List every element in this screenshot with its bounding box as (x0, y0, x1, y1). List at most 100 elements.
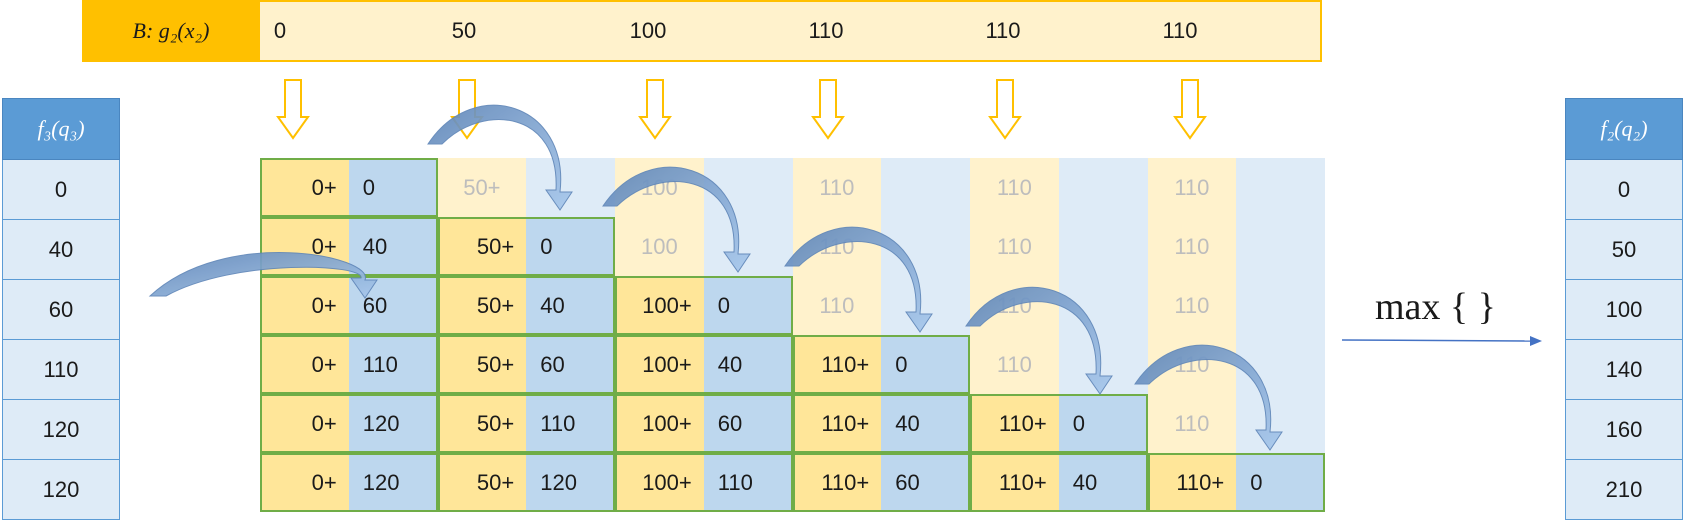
grid-remain-cell (881, 158, 970, 217)
grid-gain-cell: 110 (970, 158, 1059, 217)
grid-gain-cell: 50+ (437, 453, 527, 512)
grid-remain-cell (881, 276, 970, 335)
grid-remain-cell: 0 (1236, 453, 1325, 512)
grid-gain-cell: 50+ (437, 335, 527, 394)
grid-remain-cell (1236, 158, 1325, 217)
grid-remain-cell: 0 (348, 158, 438, 217)
top-bar-value: 110 (1162, 18, 1198, 43)
grid-gain-cell: 0+ (260, 394, 349, 453)
curved-arrow-icon (602, 166, 751, 273)
grid-remain-cell: 60 (703, 394, 793, 453)
grid-remain-cell: 120 (348, 453, 438, 512)
grid-gain-cell: 110 (1147, 394, 1237, 453)
grid-remain-cell: 120 (526, 453, 615, 512)
right-table-cell: 0 (1565, 160, 1683, 220)
grid-gain-cell: 0+ (260, 335, 349, 394)
grid-remain-cell (1058, 217, 1148, 276)
grid-gain-cell: 110 (1147, 158, 1237, 217)
grid-remain-cell: 40 (703, 335, 793, 394)
grid-remain-cell: 110 (348, 335, 438, 394)
curved-arrow-icon (427, 104, 573, 211)
grid-gain-cell: 0+ (260, 453, 349, 512)
top-bar-value: 100 (629, 18, 667, 43)
right-table-cell: 50 (1565, 220, 1683, 280)
down-arrow-icon (1173, 79, 1207, 140)
grid-remain-cell: 40 (881, 394, 970, 453)
curved-arrow-icon (148, 252, 378, 299)
left-table-cell: 110 (2, 340, 120, 400)
grid-gain-cell: 110+ (792, 394, 882, 453)
grid-gain-cell: 110 (792, 158, 882, 217)
curved-arrow-icon (1134, 344, 1283, 451)
grid-gain-cell: 0+ (260, 276, 349, 335)
left-table-cell: 60 (2, 280, 120, 340)
left-table-header: f₃(q₃) (2, 98, 120, 160)
right-table-cell: 100 (1565, 280, 1683, 340)
grid-gain-cell: 50+ (437, 394, 527, 453)
grid-gain-cell: 110 (1147, 217, 1237, 276)
max-operator-label: max { } (1375, 286, 1496, 328)
grid-gain-cell: 110 (970, 217, 1059, 276)
curved-arrow-icon (784, 226, 933, 333)
top-bar-value: 50 (451, 18, 477, 43)
down-arrow-icon (276, 79, 310, 140)
grid-gain-cell: 100+ (615, 276, 704, 335)
left-table-cell: 40 (2, 220, 120, 280)
grid-remain-cell: 110 (526, 394, 615, 453)
grid-remain-cell: 0 (526, 217, 615, 276)
grid-remain-cell (526, 158, 615, 217)
grid-gain-cell: 110+ (970, 453, 1059, 512)
top-bar-value: 0 (273, 18, 287, 43)
grid-gain-cell: 110 (1147, 276, 1237, 335)
down-arrow-icon (638, 79, 672, 140)
grid-gain-cell: 110+ (792, 453, 882, 512)
grid-remain-cell: 0 (703, 276, 793, 335)
grid-remain-cell: 0 (881, 335, 970, 394)
grid-gain-cell: 50+ (437, 276, 527, 335)
grid-remain-cell: 40 (1058, 453, 1148, 512)
top-bar (82, 0, 1322, 62)
right-arrow-icon (1341, 336, 1542, 346)
left-table-cell: 120 (2, 400, 120, 460)
grid-gain-cell: 110+ (970, 394, 1059, 453)
grid-remain-cell: 60 (526, 335, 615, 394)
grid-remain-cell (1058, 158, 1148, 217)
grid-remain-cell: 60 (881, 453, 970, 512)
right-table-header: f₂(q₂) (1565, 98, 1683, 160)
down-arrow-icon (811, 79, 845, 140)
grid-gain-cell: 100+ (615, 453, 704, 512)
grid-gain-cell: 110+ (792, 335, 882, 394)
grid-remain-cell (703, 217, 793, 276)
right-table-cell: 140 (1565, 340, 1683, 400)
grid-remain-cell: 40 (526, 276, 615, 335)
grid-gain-cell: 100+ (615, 335, 704, 394)
curved-arrow-icon (965, 286, 1113, 395)
grid-remain-cell: 40 (348, 217, 438, 276)
down-arrow-icon (988, 79, 1022, 140)
grid-remain-cell: 110 (703, 453, 793, 512)
grid-gain-cell: 0+ (260, 158, 349, 217)
right-table-cell: 210 (1565, 460, 1683, 520)
grid-remain-cell (1236, 276, 1325, 335)
grid-remain-cell: 0 (1058, 394, 1148, 453)
top-bar-value: 110 (985, 18, 1021, 43)
grid-gain-cell: 50+ (437, 217, 527, 276)
right-table-cell: 160 (1565, 400, 1683, 460)
grid-gain-cell: 100 (615, 217, 704, 276)
grid-gain-cell: 110 (970, 335, 1059, 394)
grid-remain-cell (1236, 217, 1325, 276)
left-table-cell: 0 (2, 160, 120, 220)
top-bar-label: B: g₂(x₂) (82, 0, 260, 62)
grid-gain-cell: 50+ (437, 158, 527, 217)
top-bar-value: 110 (808, 18, 844, 43)
grid-remain-cell: 120 (348, 394, 438, 453)
grid-gain-cell: 110+ (1147, 453, 1237, 512)
grid-gain-cell: 100+ (615, 394, 704, 453)
grid-gain-cell: 110 (792, 276, 882, 335)
grid-remain-cell (1236, 394, 1325, 453)
grid-remain-cell (1236, 335, 1325, 394)
